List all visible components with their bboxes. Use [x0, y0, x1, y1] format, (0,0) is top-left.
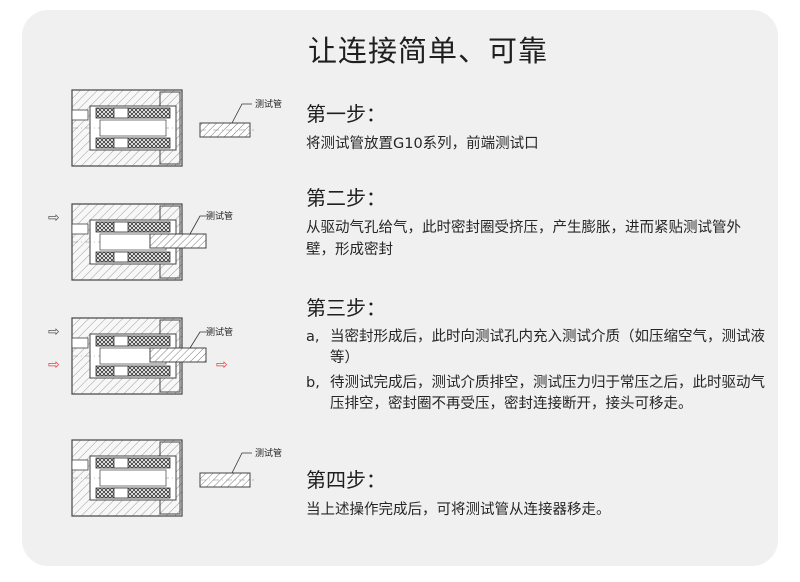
step-3-item-a: a, 当密封形成后，此时向测试孔内充入测试介质（如压缩空气，测试液等）	[306, 327, 766, 369]
step-4: 第四步： 当上述操作完成后，可将测试管从连接器移走。	[306, 464, 766, 521]
item-marker: a,	[306, 329, 320, 345]
item-marker: b,	[306, 375, 320, 391]
tube-label: 测试管	[255, 447, 282, 459]
step-body: 从驱动气孔给气，此时密封圈受挤压，产生膨胀，进而紧贴测试管外壁，形成密封	[306, 220, 741, 258]
step-title: 第一步：	[306, 102, 386, 126]
step-title: 第二步：	[306, 186, 386, 210]
step-body: 当上述操作完成后，可将测试管从连接器移走。	[306, 502, 611, 518]
tube-label: 测试管	[206, 326, 233, 338]
air-in-arrow-icon: ⇨	[48, 324, 60, 340]
page-title: 让连接简单、可靠	[308, 34, 549, 68]
diagram-step-3: ⇨ ⇨ 测试管 ⇨	[48, 317, 233, 395]
test-medium-out-arrow-icon: ⇨	[216, 357, 228, 373]
step-3-item-b: b, 待测试完成后，测试介质排空，测试压力归于常压之后，此时驱动气压排空，密封圈…	[306, 373, 766, 415]
diagram-step-1: 测试管	[71, 89, 282, 167]
step-title: 第三步：	[306, 296, 386, 320]
tube-label: 测试管	[206, 210, 233, 222]
step-body: 将测试管放置G10系列，前端测试口	[306, 136, 539, 152]
air-in-arrow-icon: ⇨	[48, 210, 60, 226]
diagram-step-2: ⇨ 测试管	[48, 203, 233, 281]
step-3: 第三步： a, 当密封形成后，此时向测试孔内充入测试介质（如压缩空气，测试液等）…	[306, 292, 766, 419]
step-2: 第二步： 从驱动气孔给气，此时密封圈受挤压，产生膨胀，进而紧贴测试管外壁，形成密…	[306, 182, 766, 261]
step-title: 第四步：	[306, 468, 386, 492]
step-1: 第一步： 将测试管放置G10系列，前端测试口	[306, 98, 766, 155]
item-text: 当密封形成后，此时向测试孔内充入测试介质（如压缩空气，测试液等）	[330, 329, 765, 366]
diagram-step-4: 测试管	[71, 439, 282, 517]
tube-label: 测试管	[255, 98, 282, 110]
test-medium-arrow-icon: ⇨	[48, 357, 60, 373]
item-text: 待测试完成后，测试介质排空，测试压力归于常压之后，此时驱动气压排空，密封圈不再受…	[330, 375, 765, 412]
